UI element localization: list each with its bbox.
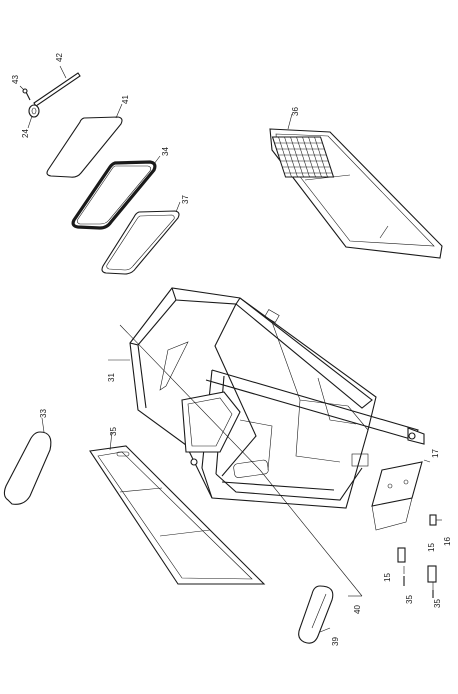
callout-15a: 15 bbox=[383, 573, 392, 582]
callout-labels: 42 43 24 41 34 37 36 31 33 35 17 15 15 1… bbox=[11, 53, 452, 646]
part-33-window-lens[interactable] bbox=[3, 431, 52, 505]
leader-lines bbox=[19, 65, 442, 633]
part-39-light-cover[interactable] bbox=[298, 585, 334, 644]
callout-40: 40 bbox=[353, 605, 362, 614]
part-31-cab-frame[interactable] bbox=[129, 287, 425, 509]
part-17-bracket-plate[interactable] bbox=[371, 461, 423, 531]
part-34-window-seal[interactable] bbox=[71, 160, 157, 230]
part-15-plate[interactable] bbox=[397, 547, 406, 563]
part-42-window-glass[interactable] bbox=[46, 116, 123, 178]
callout-43: 43 bbox=[11, 75, 20, 84]
part-38-window-glass[interactable] bbox=[101, 210, 180, 275]
callout-16: 16 bbox=[443, 537, 452, 546]
part-41-wiper-arm[interactable] bbox=[33, 72, 81, 107]
callout-37: 36 bbox=[291, 107, 300, 116]
callout-17: 17 bbox=[431, 449, 440, 458]
callout-36: 35 bbox=[109, 427, 118, 436]
part-24-grommet[interactable] bbox=[28, 104, 40, 118]
part-37-rear-panel[interactable] bbox=[269, 128, 443, 259]
callout-31: 31 bbox=[107, 373, 116, 382]
part-43-bolt[interactable] bbox=[22, 88, 31, 101]
callout-35b: 35 bbox=[433, 599, 442, 608]
part-35-screw[interactable] bbox=[403, 576, 434, 598]
callout-34: 34 bbox=[161, 147, 170, 156]
callout-38: 37 bbox=[181, 195, 190, 204]
callout-33: 33 bbox=[39, 409, 48, 418]
callout-15b: 15 bbox=[427, 543, 436, 552]
callout-39: 39 bbox=[331, 637, 340, 646]
part-36-side-panel[interactable] bbox=[89, 445, 266, 585]
callout-24: 24 bbox=[21, 129, 30, 138]
callout-42: 41 bbox=[121, 95, 130, 104]
callout-41: 42 bbox=[55, 53, 64, 62]
callout-35a: 35 bbox=[405, 595, 414, 604]
